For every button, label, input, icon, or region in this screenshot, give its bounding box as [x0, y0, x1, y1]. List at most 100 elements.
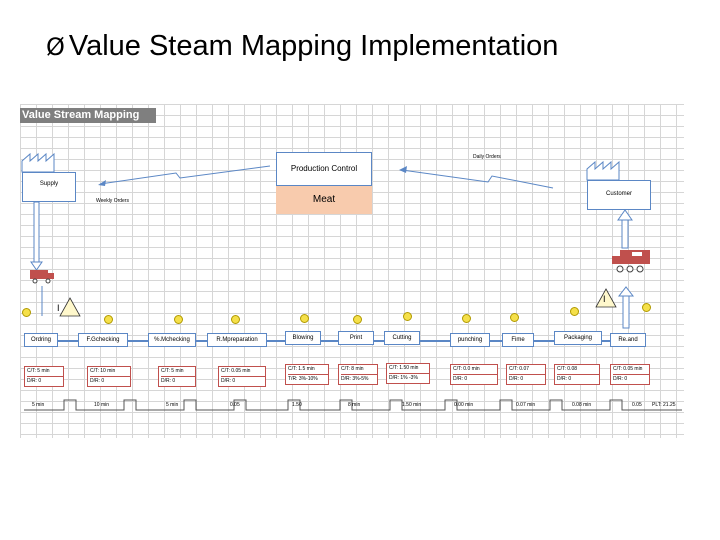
- operator-icon: [403, 312, 412, 321]
- process-label: Fime: [511, 337, 525, 343]
- production-control-label: Production Control: [290, 164, 358, 173]
- inventory-triangle-shipping: [595, 288, 617, 308]
- defect-rate: D/R: 0: [27, 376, 63, 386]
- process-label: R.Mpreparation: [216, 337, 258, 343]
- slide-title-text: Value Steam Mapping Implementation: [68, 30, 559, 62]
- process-label: Packaging: [563, 335, 593, 341]
- timeline-ladder: [24, 399, 682, 411]
- timeline-value: 0.08 min: [572, 402, 592, 408]
- defect-rate: D/R: 0: [161, 376, 195, 386]
- process-box: Blowing: [285, 331, 321, 345]
- customer-box: Customer: [587, 180, 651, 210]
- operator-icon: [174, 315, 183, 324]
- process-label: Blowing: [292, 335, 314, 341]
- supply-truck-wheel: [45, 278, 51, 284]
- process-label: Print: [349, 335, 363, 341]
- timeline-value: 0.05: [632, 402, 642, 408]
- defect-rate: D/R: 0: [613, 374, 649, 384]
- customer-truck-wheel: [636, 265, 644, 273]
- defect-rate: D/R: 1% -3%: [389, 373, 429, 383]
- production-control-box: Production Control: [276, 152, 372, 186]
- cycle-time: C/T: 1.5 min: [288, 366, 315, 372]
- customer-up-shaft: [621, 219, 629, 249]
- timeline-value: 5 min: [166, 402, 179, 408]
- timeline-value: 0.00 min: [454, 402, 474, 408]
- defect-rate: D/R: 0: [509, 374, 545, 384]
- supply-box: Supply: [22, 172, 76, 202]
- weekly-orders-label: Weekly Orders: [96, 198, 129, 204]
- operator-icon: [22, 308, 31, 317]
- cycle-time: C/T: 0.0 min: [453, 366, 480, 372]
- cycle-time: C/T: 0.07: [509, 366, 530, 372]
- customer-up-arrowhead: [617, 209, 633, 221]
- supply-factory-roof: [21, 152, 55, 173]
- cycle-time: C/T: 5 min: [161, 368, 184, 374]
- customer-truck-window: [632, 252, 642, 256]
- cycle-time: C/T: 0.05 min: [221, 368, 251, 374]
- process-label: F.Gchecking: [86, 337, 120, 343]
- cycle-time: C/T: 8 min: [341, 366, 364, 372]
- process-label: Ordring: [30, 337, 51, 343]
- daily-order-arrowhead: [399, 166, 407, 173]
- defect-rate: D/R: 0: [557, 374, 599, 384]
- supply-truck-wheel: [32, 278, 38, 284]
- weekly-order-arrow: [99, 165, 271, 185]
- defect-rate: D/R: 0: [221, 376, 265, 386]
- meat-label: Meat: [312, 194, 336, 205]
- process-box: Fime: [502, 333, 534, 347]
- cycle-time: C/T: 10 min: [90, 368, 116, 374]
- process-label: punching: [457, 337, 483, 343]
- process-box: Print: [338, 331, 374, 345]
- timeline-value: 1.50 min: [402, 402, 422, 408]
- process-label: Cutting: [392, 335, 412, 341]
- inventory-triangle-ordering: [59, 297, 81, 317]
- customer-label: Customer: [605, 191, 632, 197]
- meat-box: Meat: [276, 186, 372, 214]
- customer-truck-wheel: [626, 265, 634, 273]
- daily-order-arrow: [401, 169, 554, 189]
- timeline-value: 8 min: [348, 402, 361, 408]
- process-box: Packaging: [554, 331, 602, 345]
- timeline-value: 0.07 min: [516, 402, 536, 408]
- process-box: %.Mchecking: [148, 333, 196, 347]
- process-box: Re.and: [610, 333, 646, 347]
- inventory-label-shipping: I: [603, 294, 606, 304]
- return-up-arrowhead: [617, 286, 635, 297]
- timeline-value: 5 min: [32, 402, 45, 408]
- operator-icon: [462, 314, 471, 323]
- inventory-label-ordering: I: [57, 303, 60, 313]
- return-up-shaft: [622, 295, 630, 329]
- process-box: punching: [450, 333, 490, 347]
- customer-factory-roof: [586, 160, 620, 181]
- cycle-time: C/T: 5 min: [27, 368, 50, 374]
- supply-down-shaft: [33, 201, 40, 263]
- value-stream-map: Value Stream Mapping: [20, 104, 684, 438]
- operator-icon: [231, 315, 240, 324]
- defect-rate: D/R: 0: [453, 374, 497, 384]
- process-box: Ordring: [24, 333, 58, 347]
- supply-label: Supply: [39, 181, 59, 187]
- supply-down-arrowhead: [30, 261, 43, 271]
- supply-truck-body: [30, 270, 48, 279]
- weekly-order-arrowhead: [98, 180, 106, 186]
- vsm-header: Value Stream Mapping: [20, 108, 156, 123]
- bullet-arrow-icon: Ø: [46, 33, 65, 61]
- cycle-time: C/T: 0.08: [557, 366, 578, 372]
- process-box: R.Mpreparation: [207, 333, 267, 347]
- process-box: F.Gchecking: [78, 333, 128, 347]
- timeline-value: 0.05: [230, 402, 240, 408]
- operator-icon: [510, 313, 519, 322]
- process-label: Re.and: [618, 337, 638, 343]
